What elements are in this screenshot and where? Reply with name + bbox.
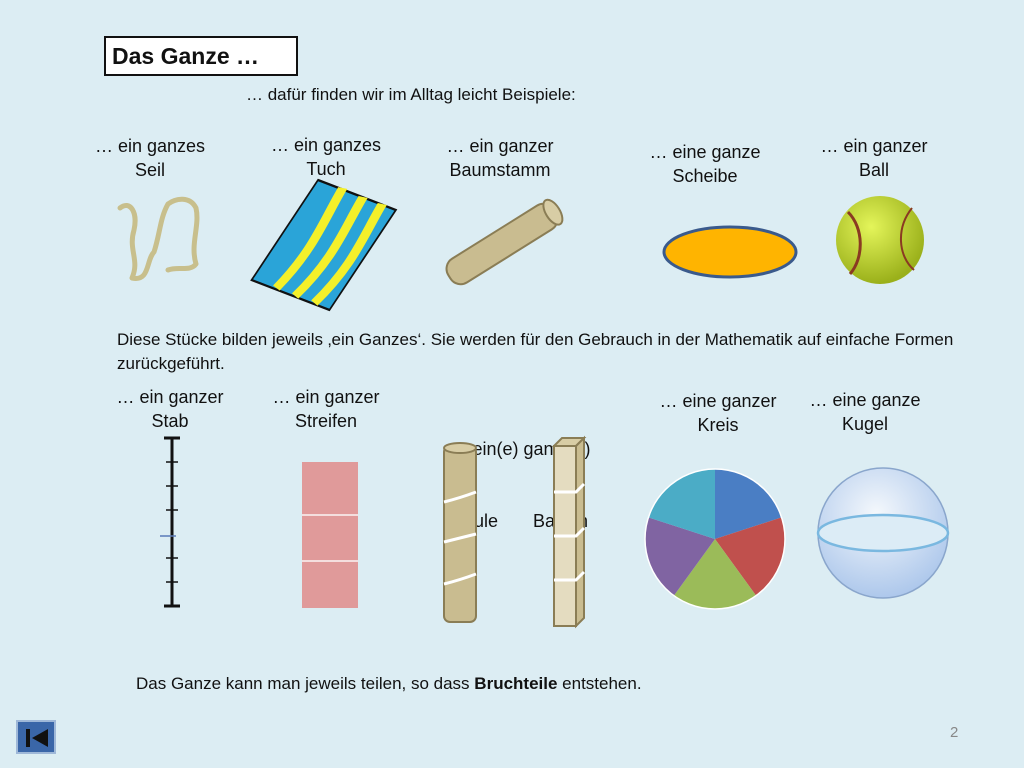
conclusion-text: Das Ganze kann man jeweils teilen, so da… — [136, 674, 642, 693]
label-kreis: … eine ganzer Kreis — [659, 391, 777, 435]
beam-image — [551, 435, 587, 629]
column-image — [443, 442, 477, 623]
disc-image — [662, 225, 798, 279]
label-scheibe: … eine ganze Scheibe — [649, 142, 761, 186]
ball-image — [836, 196, 924, 284]
subtitle: … dafür finden wir im Alltag leicht Beis… — [246, 85, 576, 104]
page-number: 2 — [950, 724, 959, 741]
log-image — [445, 198, 564, 286]
label-stab: … ein ganzer Stab — [116, 387, 224, 431]
label-streifen: … ein ganzer Streifen — [272, 387, 380, 431]
page-title: Das Ganze … — [104, 36, 298, 76]
back-button[interactable] — [16, 720, 56, 754]
label-baumstamm: … ein ganzer Baumstamm — [446, 136, 554, 180]
skip-back-icon — [26, 729, 48, 747]
pie-circle-image — [644, 468, 786, 610]
label-kugel: … eine ganze Kugel — [809, 390, 921, 434]
sphere-image — [816, 467, 950, 599]
strip-image — [302, 462, 358, 608]
description-paragraph: Diese Stücke bilden jeweils ‚ein Ganzes‘… — [117, 330, 954, 373]
label-ball: … ein ganzer Ball — [820, 136, 928, 180]
label-seil: … ein ganzes Seil — [94, 136, 206, 180]
rope-image — [117, 196, 200, 281]
label-tuch: … ein ganzes Tuch — [270, 135, 382, 179]
rod-image — [160, 436, 180, 608]
cloth-image — [250, 178, 398, 312]
